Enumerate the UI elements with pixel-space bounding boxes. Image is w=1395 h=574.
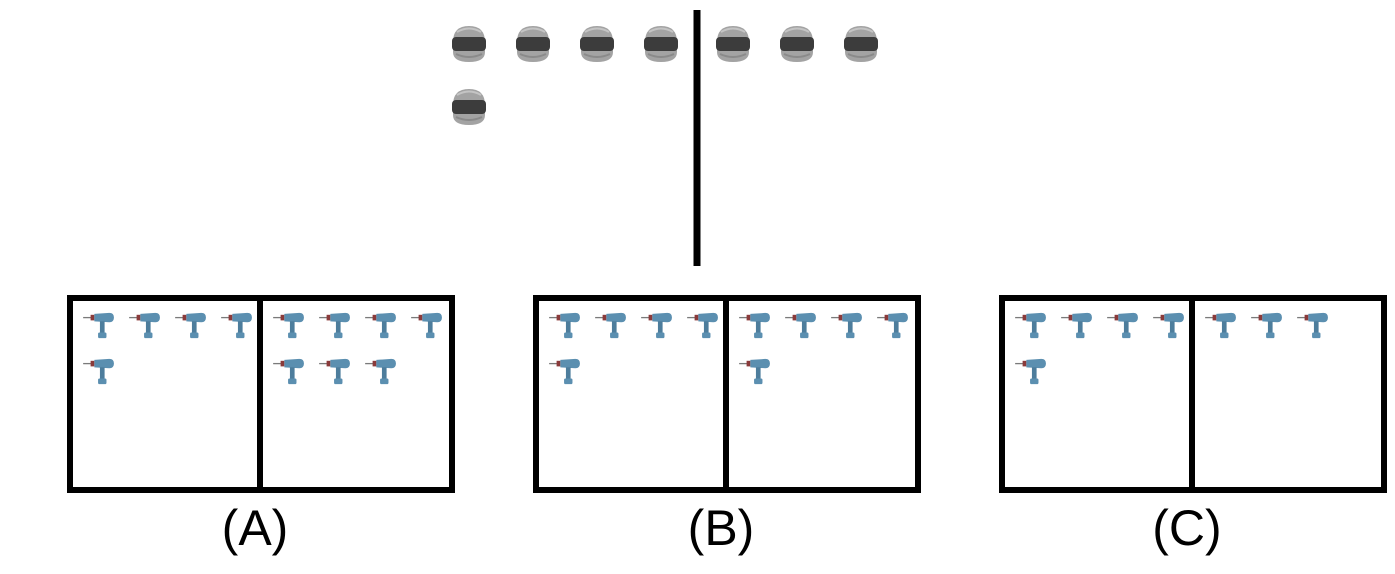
helmet-icon xyxy=(779,25,815,63)
drill-icon xyxy=(549,312,581,339)
helmet-icon xyxy=(843,25,879,63)
drill-icon xyxy=(129,312,161,339)
drill-icon xyxy=(877,312,909,339)
drill-icon xyxy=(411,312,443,339)
option-a-label: (A) xyxy=(221,500,289,556)
drill-icon xyxy=(1153,312,1185,339)
drill-icon xyxy=(595,312,627,339)
drill-icon xyxy=(641,312,673,339)
drill-icon xyxy=(785,312,817,339)
drill-icon xyxy=(1107,312,1139,339)
helmet-icon xyxy=(451,25,487,63)
drill-icon xyxy=(1015,312,1047,339)
helmet-icon xyxy=(451,88,487,126)
option-c-label: (C) xyxy=(1152,500,1222,556)
drill-icon xyxy=(273,358,305,385)
helmet-icon xyxy=(643,25,679,63)
drill-icon xyxy=(739,358,771,385)
frames-layer xyxy=(67,295,1387,493)
drill-icon xyxy=(319,312,351,339)
helmet-icon xyxy=(515,25,551,63)
drill-icon xyxy=(365,358,397,385)
drill-icon xyxy=(175,312,207,339)
drill-icon xyxy=(549,358,581,385)
helmet-icon xyxy=(715,25,751,63)
drill-icon xyxy=(1205,312,1237,339)
drill-icon xyxy=(687,312,719,339)
drill-icon xyxy=(221,312,253,339)
drill-icon xyxy=(83,312,115,339)
helmet-icon xyxy=(579,25,615,63)
drill-icon xyxy=(1015,358,1047,385)
drill-icon xyxy=(739,312,771,339)
drill-icon xyxy=(831,312,863,339)
drill-icon xyxy=(83,358,115,385)
drill-icon xyxy=(273,312,305,339)
top-items-layer xyxy=(451,10,879,266)
drill-icon xyxy=(319,358,351,385)
drill-icon xyxy=(1061,312,1093,339)
option-items-layer xyxy=(83,312,1329,385)
drill-icon xyxy=(1251,312,1283,339)
drill-icon xyxy=(365,312,397,339)
option-b-label: (B) xyxy=(687,500,755,556)
drill-icon xyxy=(1297,312,1329,339)
